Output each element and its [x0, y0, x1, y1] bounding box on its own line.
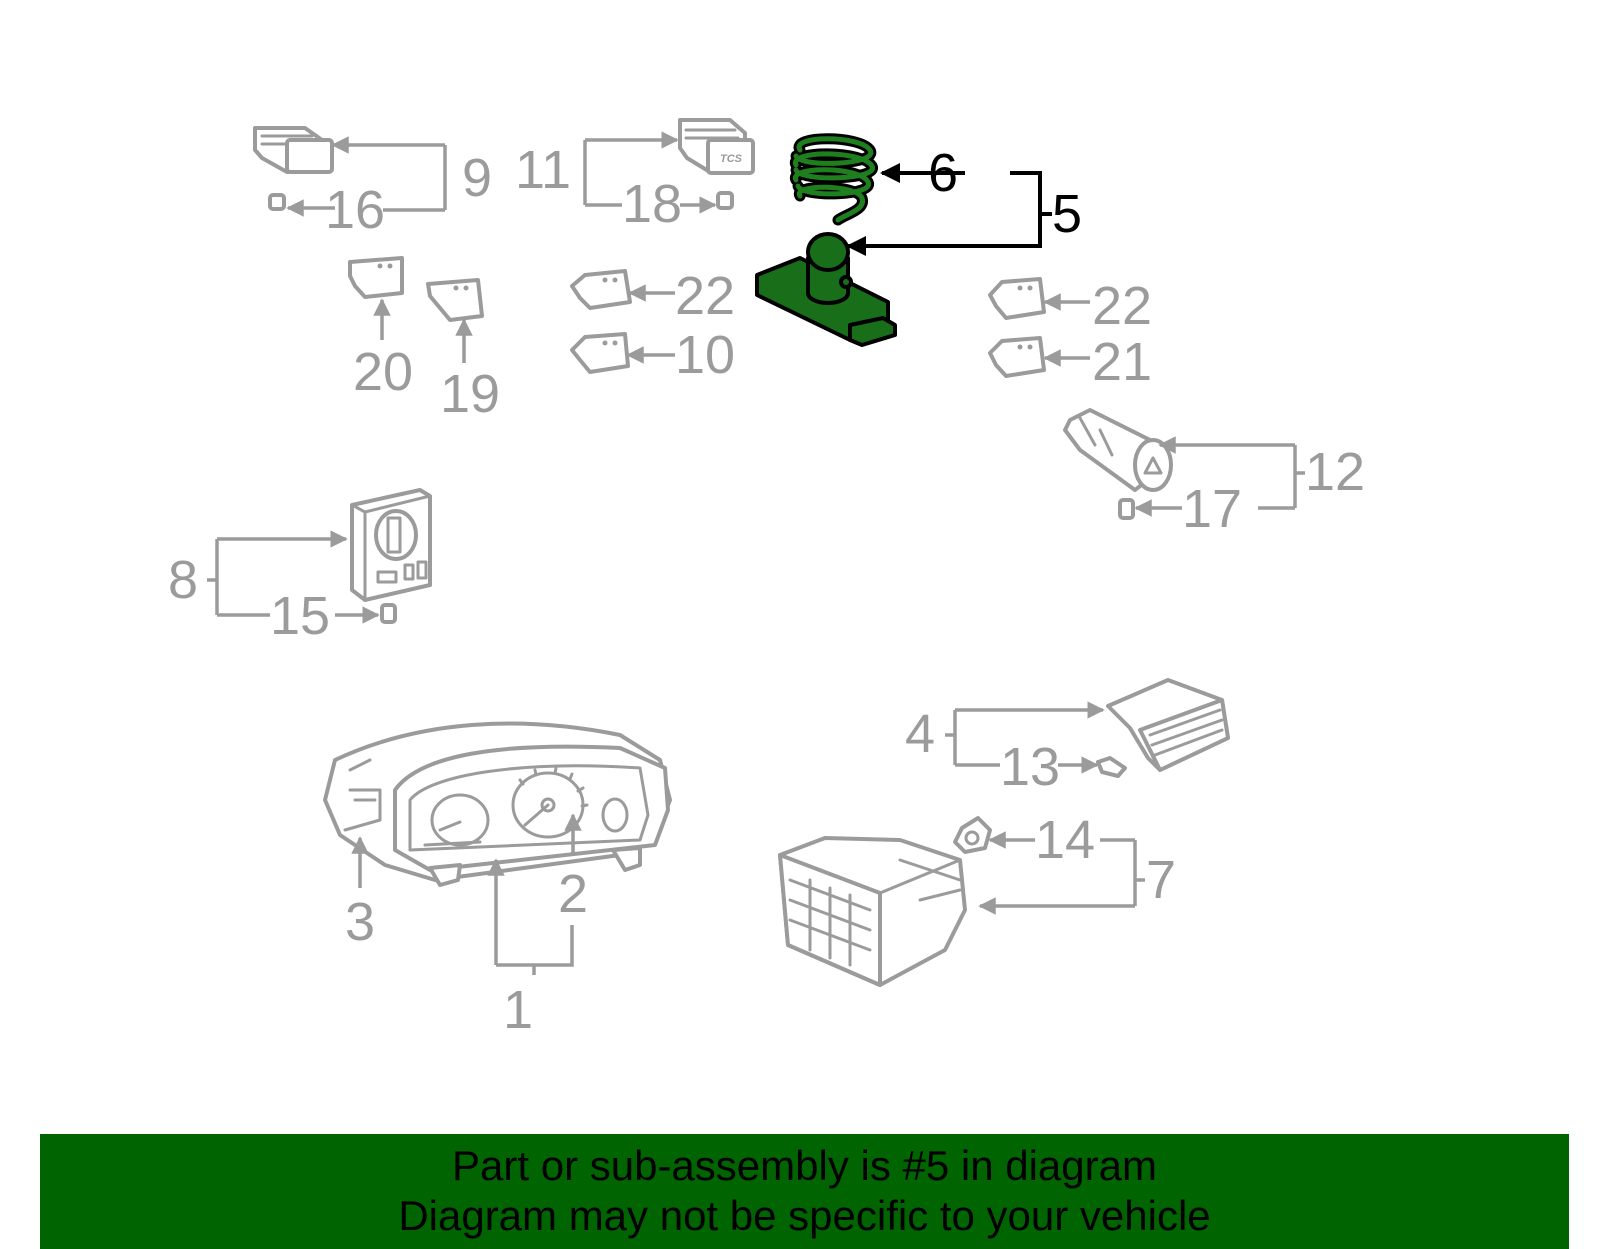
vent-part-4[interactable] — [1106, 678, 1230, 772]
bulb-part-16[interactable] — [268, 193, 286, 211]
coil-part-6[interactable] — [790, 133, 878, 226]
switch-part-22-right[interactable] — [988, 277, 1046, 320]
callout-11: 11 — [515, 140, 571, 200]
switch-part-22-left[interactable] — [570, 269, 632, 310]
bulb-part-18[interactable] — [716, 191, 734, 210]
callout-19: 19 — [440, 364, 500, 424]
callout-14: 14 — [1035, 810, 1095, 870]
callout-10: 10 — [675, 325, 735, 385]
callout-7: 7 — [1146, 850, 1176, 910]
headlamp-switch-part-8[interactable] — [350, 488, 432, 602]
switch-part-10[interactable] — [570, 332, 630, 374]
callout-6: 6 — [928, 143, 958, 203]
switch-part-11-tcs[interactable]: TCS — [678, 118, 755, 175]
module-part-5[interactable] — [755, 232, 897, 347]
tcs-label: TCS — [720, 153, 743, 165]
callout-4: 4 — [905, 704, 935, 764]
bulb-part-14[interactable] — [953, 816, 992, 854]
bulb-part-15[interactable] — [380, 603, 397, 624]
switch-part-9[interactable] — [253, 126, 334, 174]
switch-part-20[interactable] — [348, 256, 404, 299]
callout-1: 1 — [503, 980, 533, 1040]
info-banner: Part or sub-assembly is #5 in diagram Di… — [40, 1134, 1569, 1249]
hazard-switch-part-12[interactable] — [1063, 408, 1173, 492]
callout-8: 8 — [168, 550, 198, 610]
callout-5: 5 — [1052, 184, 1082, 244]
bulb-part-17[interactable] — [1118, 498, 1135, 520]
callout-17: 17 — [1182, 479, 1242, 539]
callout-15: 15 — [270, 586, 330, 646]
callout-9: 9 — [462, 148, 492, 208]
callout-18: 18 — [622, 174, 682, 234]
callout-22-right: 22 — [1092, 276, 1152, 336]
clip-part-13[interactable] — [1096, 756, 1127, 778]
banner-line-2: Diagram may not be specific to your vehi… — [398, 1192, 1211, 1239]
callout-16: 16 — [325, 180, 385, 240]
switch-part-21[interactable] — [988, 336, 1046, 378]
callout-12: 12 — [1305, 442, 1365, 502]
instrument-cluster-part-1[interactable] — [323, 721, 672, 887]
callout-13: 13 — [1000, 737, 1060, 797]
switch-part-19[interactable] — [426, 278, 484, 322]
callout-3: 3 — [345, 892, 375, 952]
callout-20: 20 — [353, 342, 413, 402]
banner-line-1: Part or sub-assembly is #5 in diagram — [452, 1142, 1157, 1189]
callout-21: 21 — [1092, 332, 1152, 392]
callout-2: 2 — [558, 864, 588, 924]
callout-22-left: 22 — [675, 266, 735, 326]
climate-control-part-7[interactable] — [778, 836, 967, 987]
